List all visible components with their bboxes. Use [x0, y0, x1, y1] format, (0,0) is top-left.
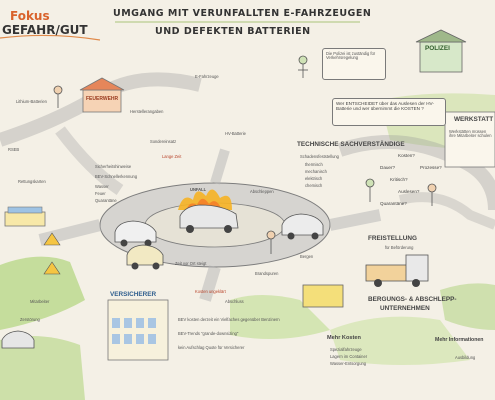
werkstatt-note: Werkstätten müssen ihre Mitarbeiter schu… [449, 129, 492, 139]
auslesen-question: Auslesen? [398, 189, 420, 194]
herstellerangaben-label: Herstellerangaben [130, 109, 164, 114]
gefahrgut-label: GEFAHR/GUT [2, 23, 88, 37]
page-title-line2: UND DEFEKTEN BATTERIEN [155, 26, 311, 37]
bergung-label: BERGUNGS- & ABSCHLEPP- [368, 296, 457, 303]
abschleppen-label: Abschleppen [250, 189, 274, 194]
schaden-label: Schadensfeststellung [300, 154, 339, 159]
e-fahrzeuge-label: E-Fahrzeuge [195, 74, 219, 79]
freistellung-label: FREISTELLUNG [368, 235, 417, 242]
kein-aufschlag-item: kein Aufschlag Quote für Versicherer [178, 345, 245, 350]
dauer-question: Dauer? [380, 165, 396, 170]
freistellung-sub: für Beförderung [385, 245, 414, 250]
fokus-label: Fokus [10, 9, 50, 23]
kosten-question: Kosten? [398, 153, 415, 158]
wasser-contact-label: Wasser [95, 184, 109, 189]
quarantaene-label: Quarantäne [95, 198, 117, 203]
mehr-kosten-label: Mehr Kosten [327, 335, 361, 341]
spezialfahrzeuge-item: Spezialfahrzeuge [330, 347, 362, 352]
brandspuren-label: Brandspuren [255, 271, 279, 276]
kritisch-question: Kritisch? [390, 177, 408, 182]
chemisch-label: chemisch [305, 183, 323, 188]
bergen-label: Bergen [300, 254, 314, 259]
hv-batterie-label: HV-Batterie [225, 131, 246, 136]
quarantaene-question: Quarantäne? [380, 201, 407, 206]
thermisch-label: thermisch [305, 162, 323, 167]
elektrisch-label: elektrisch [305, 176, 323, 181]
bev-zeit-note: Zeit vor Ort steigt [175, 261, 207, 266]
page-title-line1: UMGANG MIT VERUNFALLTEN E-FAHRZEUGEN [113, 8, 372, 19]
bev-trends-item: BEV-Trends "grande-downsizing" [178, 331, 239, 336]
polizei-note: Die Polizei ist zuständig für Verkehrsre… [322, 48, 386, 80]
bev-schnelle-label: BEV-Schnellerkennung [95, 174, 138, 179]
kosten-ungeklaert-note: Kosten ungeklärt [195, 289, 226, 294]
mitarbeiter-label: Mitarbeiter [30, 299, 50, 304]
polizei-label: POLIZEI [425, 45, 450, 52]
unfall-label: UNFALL [190, 187, 207, 192]
sondereinsatz-label: Sondereinsatz [150, 139, 177, 144]
abschluss-label: Abschluss [225, 299, 244, 304]
mehr-info-label: Mehr Informationen [435, 337, 484, 343]
sicherheit-label: Sicherheitshinweise [95, 164, 132, 169]
prozesse-question: Prozesse? [420, 165, 442, 170]
techn-sv-label: TECHNISCHE SACHVERSTÄNDIGE [297, 141, 405, 148]
rettungskarten-label: Rettungskarten [18, 179, 46, 184]
rseb-label: RSEB [8, 147, 20, 152]
lagern-item: Lagern im Container [330, 354, 368, 359]
feuer-label: Feuer [95, 191, 106, 196]
feuerwehr-label: FEUERWEHR [86, 96, 119, 102]
bergung-label2: UNTERNEHMEN [380, 305, 430, 312]
versicherer-label: VERSICHERER [110, 291, 157, 298]
lithium-label: Lithium-Batterien [16, 99, 47, 104]
werkstatt-label: WERKSTATT [454, 116, 494, 123]
bev-kosten-item: BEV kosten derzeit ein Vielfaches gegenü… [178, 317, 280, 322]
decision-question-box: Wer ENTSCHEIDET über das Auslesen der HV… [332, 98, 446, 126]
ausbildung-item: Ausbildung [455, 355, 476, 360]
zerstorung-label: Zerstörung [20, 317, 40, 322]
wasser-item: Wasser-Entsorgung [330, 361, 367, 366]
lange-zeit-note: Lange Zeit [162, 154, 182, 159]
mechanisch-label: mechanisch [305, 169, 327, 174]
car-left [114, 220, 157, 247]
